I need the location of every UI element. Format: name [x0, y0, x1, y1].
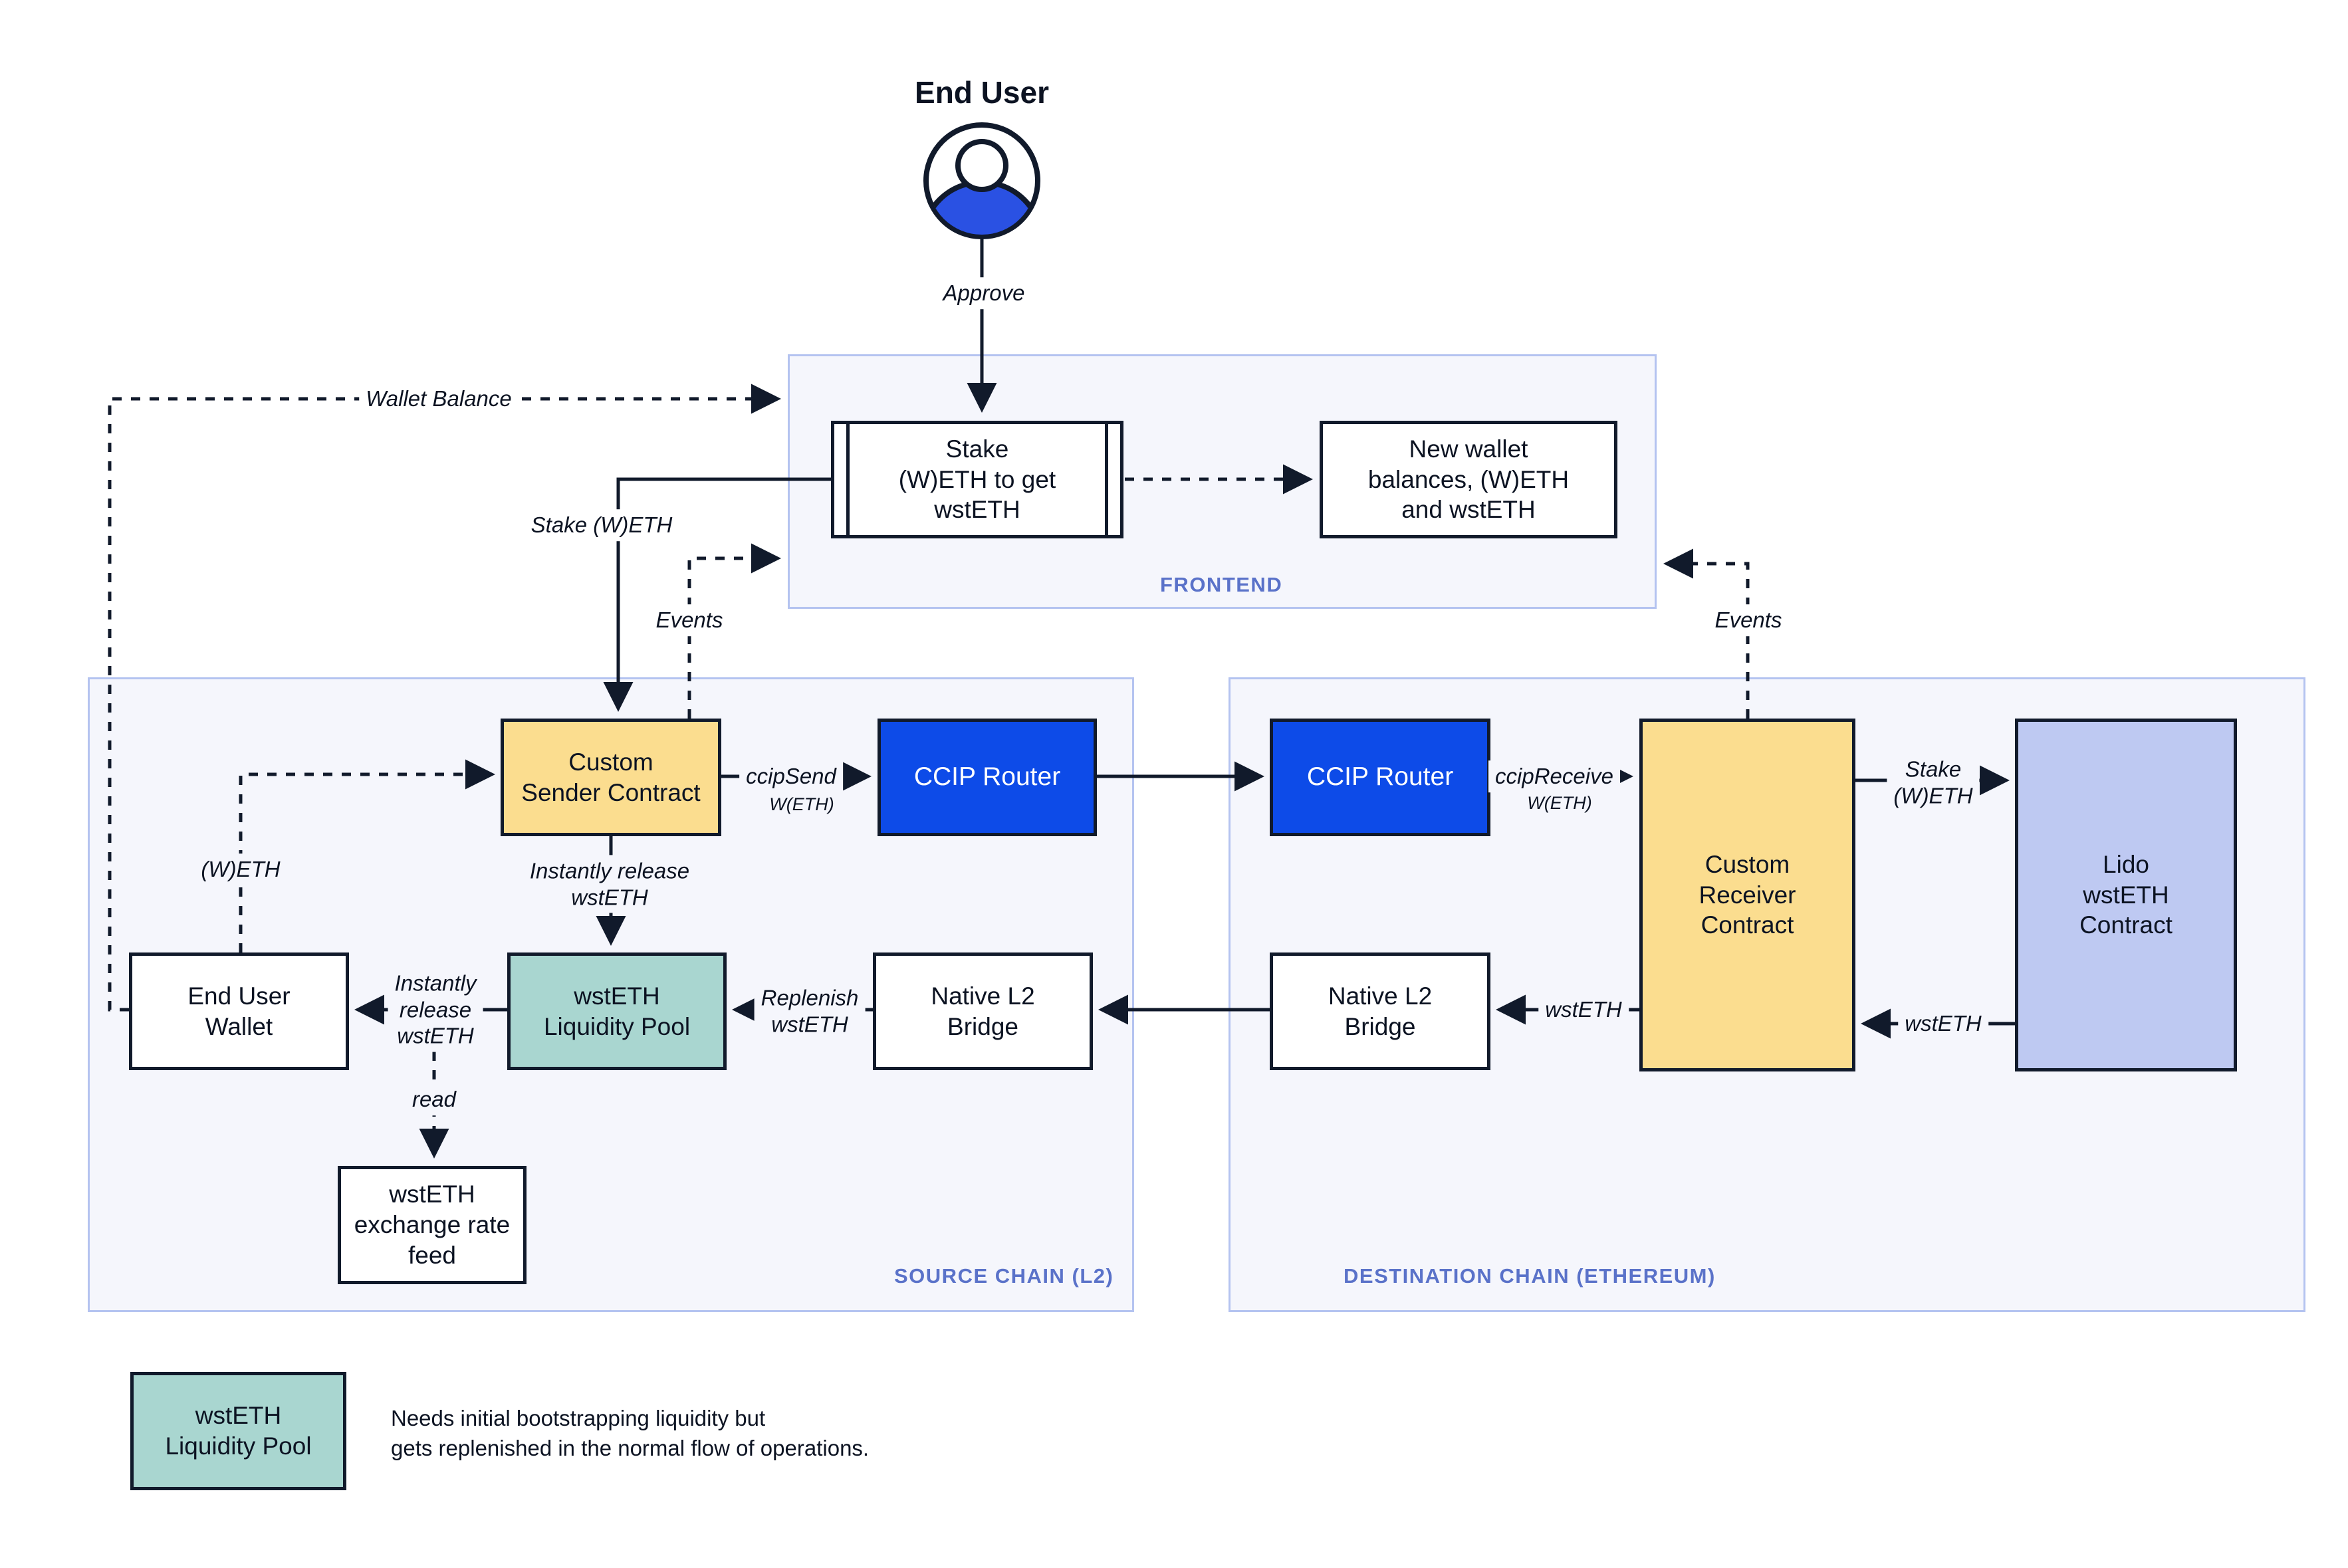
stake-weth-dest-label: Stake (W)ETH: [1887, 753, 1980, 812]
weth-label: (W)ETH: [194, 853, 287, 885]
end-user-wallet: End User Wallet: [129, 952, 349, 1070]
stake-box: Stake (W)ETH to get wstETH: [831, 421, 1123, 538]
ccip-send-token-label: W(ETH): [763, 790, 841, 818]
legend-swatch-box: wstETH Liquidity Pool: [130, 1372, 346, 1490]
wsteth-right-label: wstETH: [1898, 1008, 1988, 1040]
user-face-icon: [955, 139, 1008, 192]
lido-wsteth-contract: Lido wstETH Contract: [2015, 719, 2237, 1071]
edge-events-right: [1663, 548, 1750, 719]
custom-sender-contract: Custom Sender Contract: [501, 719, 721, 836]
ccip-router-destination: CCIP Router: [1270, 719, 1490, 836]
source-chain-label: SOURCE CHAIN (L2): [894, 1264, 1114, 1288]
legend-note: Needs initial bootstrapping liquidity bu…: [391, 1406, 870, 1460]
approve-label: Approve: [936, 277, 1032, 309]
subroutine-bar-right: [1105, 424, 1108, 535]
native-l2-bridge-destination: Native L2 Bridge: [1270, 952, 1490, 1070]
read-label: read: [405, 1083, 463, 1115]
custom-receiver-contract: Custom Receiver Contract: [1639, 719, 1855, 1071]
ccip-send-label: ccipSend: [739, 760, 843, 792]
frontend-label: FRONTEND: [1160, 573, 1283, 596]
replenish-label: Replenish wstETH: [754, 982, 866, 1040]
new-wallet-box: New wallet balances, (W)ETH and wstETH: [1320, 421, 1617, 538]
destination-chain-label: DESTINATION CHAIN (ETHEREUM): [1344, 1264, 1716, 1288]
edge-events-left: [687, 543, 781, 719]
end-user-title: End User: [915, 75, 1049, 110]
stake-weth-label: Stake (W)ETH: [524, 509, 679, 541]
native-l2-bridge-source: Native L2 Bridge: [873, 952, 1093, 1070]
wallet-balance-label: Wallet Balance: [359, 383, 519, 415]
ccip-router-source: CCIP Router: [878, 719, 1097, 836]
wsteth-exchange-rate-feed: wstETH exchange rate feed: [338, 1166, 527, 1284]
wsteth-liquidity-pool: wstETH Liquidity Pool: [507, 952, 727, 1070]
ccip-receive-token-label: W(ETH): [1520, 789, 1599, 817]
events-right-label: Events: [1708, 604, 1789, 636]
instantly-release-label: Instantly release wstETH: [523, 855, 697, 913]
edge-wallet-balance: [108, 384, 781, 1012]
wsteth-mid-label: wstETH: [1538, 994, 1629, 1026]
edge-stake-weth: [603, 477, 831, 712]
end-user-icon: [923, 122, 1040, 239]
ccip-receive-label: ccipReceive: [1488, 760, 1620, 792]
instantly-release-narrow-label: Instantly release wstETH: [388, 967, 483, 1052]
edge-weth: [239, 759, 495, 952]
stake-box-label: Stake (W)ETH to get wstETH: [898, 435, 1056, 524]
subroutine-bar-left: [846, 424, 850, 535]
events-left-label: Events: [649, 604, 730, 636]
